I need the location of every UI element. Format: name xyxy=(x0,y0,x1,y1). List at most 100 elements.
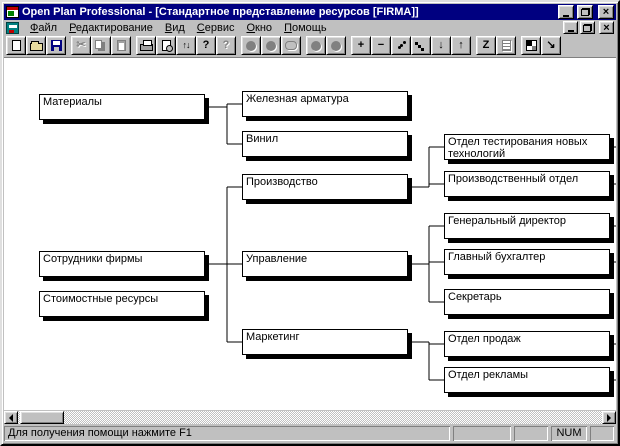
status-panel-5 xyxy=(590,426,614,441)
document-system-menu-icon[interactable] xyxy=(6,21,19,34)
close-icon: × xyxy=(603,21,610,34)
network-layout-button[interactable]: Z xyxy=(476,36,496,55)
connector-marketing xyxy=(412,341,444,381)
resource-tree-canvas: Материалы Железная арматура Винил Произв… xyxy=(4,58,616,410)
app-icon[interactable] xyxy=(6,6,19,18)
help-button[interactable]: ? xyxy=(196,36,216,55)
status-panel-3 xyxy=(514,426,548,441)
mdi-minimize-button[interactable] xyxy=(563,21,578,34)
printer-icon xyxy=(139,40,153,51)
context-help-icon: ? xyxy=(222,39,230,51)
rounded-rect-icon xyxy=(285,41,297,50)
diagonal-dots-icon xyxy=(397,46,401,49)
mdi-close-button[interactable]: × xyxy=(599,21,614,34)
menu-edit[interactable]: Редактирование xyxy=(69,21,153,34)
restore-button[interactable] xyxy=(577,5,593,19)
node-production[interactable]: Производство xyxy=(242,174,408,200)
node-general-director[interactable]: Генеральный директор xyxy=(444,213,610,239)
node-secretary[interactable]: Секретарь xyxy=(444,289,610,315)
help-icon: ? xyxy=(202,39,210,51)
node-vinyl[interactable]: Винил xyxy=(242,131,408,157)
close-button[interactable]: × xyxy=(598,5,614,19)
fit-window-button[interactable]: ↘ xyxy=(541,36,561,55)
node-company-employees[interactable]: Сотрудники фирмы xyxy=(39,251,205,277)
restore-icon xyxy=(580,8,590,16)
remove-node-button[interactable]: − xyxy=(371,36,391,55)
node-shape-circle-button[interactable] xyxy=(241,36,261,55)
node-advertising-dept[interactable]: Отдел рекламы xyxy=(444,367,610,393)
notes-button[interactable] xyxy=(496,36,516,55)
menu-file[interactable]: Файл xyxy=(30,21,58,34)
close-icon: × xyxy=(602,6,610,18)
move-down-button[interactable]: ↓ xyxy=(431,36,451,55)
mdi-restore-button[interactable] xyxy=(580,21,595,34)
connector-offscreen-stubs xyxy=(614,146,616,381)
print-preview-button[interactable] xyxy=(156,36,176,55)
up-down-arrows-icon: ↑↓ xyxy=(182,40,191,50)
arrow-up-icon: ↑ xyxy=(458,39,464,51)
open-file-button[interactable] xyxy=(26,36,46,55)
clipboard-icon xyxy=(116,40,126,51)
num-lock-indicator: NUM xyxy=(551,426,587,441)
arrow-down-icon: ↓ xyxy=(438,39,444,51)
context-help-button[interactable]: ? xyxy=(216,36,236,55)
node-shape-ellipse-button[interactable] xyxy=(261,36,281,55)
link-nodes-button[interactable] xyxy=(391,36,411,55)
scissors-icon: ✂ xyxy=(76,39,86,51)
save-button[interactable] xyxy=(46,36,66,55)
circle-shape-icon xyxy=(331,40,341,51)
minimize-icon xyxy=(563,14,569,17)
floppy-disk-icon xyxy=(50,40,62,51)
add-node-button[interactable]: + xyxy=(351,36,371,55)
status-message: Для получения помощи нажмите F1 xyxy=(4,426,450,441)
connector-management xyxy=(412,225,444,303)
node-sales-dept[interactable]: Отдел продаж xyxy=(444,331,610,357)
cut-button[interactable]: ✂ xyxy=(71,36,91,55)
tile-view-button[interactable] xyxy=(521,36,541,55)
scroll-left-button[interactable] xyxy=(4,411,18,424)
exchange-data-button[interactable]: ↑↓ xyxy=(176,36,196,55)
menu-bar: Файл Редактирование Вид Сервис Окно Помо… xyxy=(4,20,616,35)
node-shape-rounded-button[interactable] xyxy=(281,36,301,55)
paste-button[interactable] xyxy=(111,36,131,55)
scroll-right-button[interactable] xyxy=(602,411,616,424)
minimize-button[interactable] xyxy=(558,5,574,19)
connector-production xyxy=(412,146,444,188)
print-button[interactable] xyxy=(136,36,156,55)
node-management[interactable]: Управление xyxy=(242,251,408,277)
node-shape-circle3-button[interactable] xyxy=(326,36,346,55)
move-up-button[interactable]: ↑ xyxy=(451,36,471,55)
page-lines-icon xyxy=(501,40,511,51)
stairs-icon xyxy=(414,41,418,45)
minus-icon: − xyxy=(377,39,385,51)
node-marketing[interactable]: Маркетинг xyxy=(242,329,408,355)
node-materials[interactable]: Материалы xyxy=(39,94,205,120)
status-panel-2 xyxy=(453,426,511,441)
connector-materials xyxy=(209,103,242,145)
minimize-icon xyxy=(567,30,574,32)
corner-arrow-icon: ↘ xyxy=(546,39,556,51)
new-document-icon xyxy=(11,40,21,51)
node-cost-resources[interactable]: Стоимостные ресурсы xyxy=(39,291,205,317)
hierarchy-levels-button[interactable] xyxy=(411,36,431,55)
horizontal-scrollbar[interactable] xyxy=(4,411,616,424)
menu-service[interactable]: Сервис xyxy=(196,21,235,34)
scrollbar-thumb[interactable] xyxy=(20,411,64,424)
node-iron-fittings[interactable]: Железная арматура xyxy=(242,91,408,117)
toolbar: ✂ ↑↓ ? ? + − ↓ ↑ Z ↘ xyxy=(4,35,616,58)
node-shape-circle2-button[interactable] xyxy=(306,36,326,55)
copy-pages-icon xyxy=(94,40,102,49)
new-document-button[interactable] xyxy=(6,36,26,55)
menu-view[interactable]: Вид xyxy=(164,21,185,34)
node-production-dept[interactable]: Производственный отдел xyxy=(444,171,610,197)
menu-help[interactable]: Помощь xyxy=(284,21,327,34)
left-arrow-icon xyxy=(5,413,13,422)
node-new-tech-testing-dept[interactable]: Отдел тестирования новых технологий xyxy=(444,134,610,160)
copy-button[interactable] xyxy=(91,36,111,55)
menu-window[interactable]: Окно xyxy=(246,21,273,34)
node-chief-accountant[interactable]: Главный бухгалтер xyxy=(444,249,610,275)
circle-shape-icon xyxy=(246,40,256,51)
right-arrow-icon xyxy=(607,413,615,422)
title-bar: Open Plan Professional - [Стандартное пр… xyxy=(4,4,616,20)
